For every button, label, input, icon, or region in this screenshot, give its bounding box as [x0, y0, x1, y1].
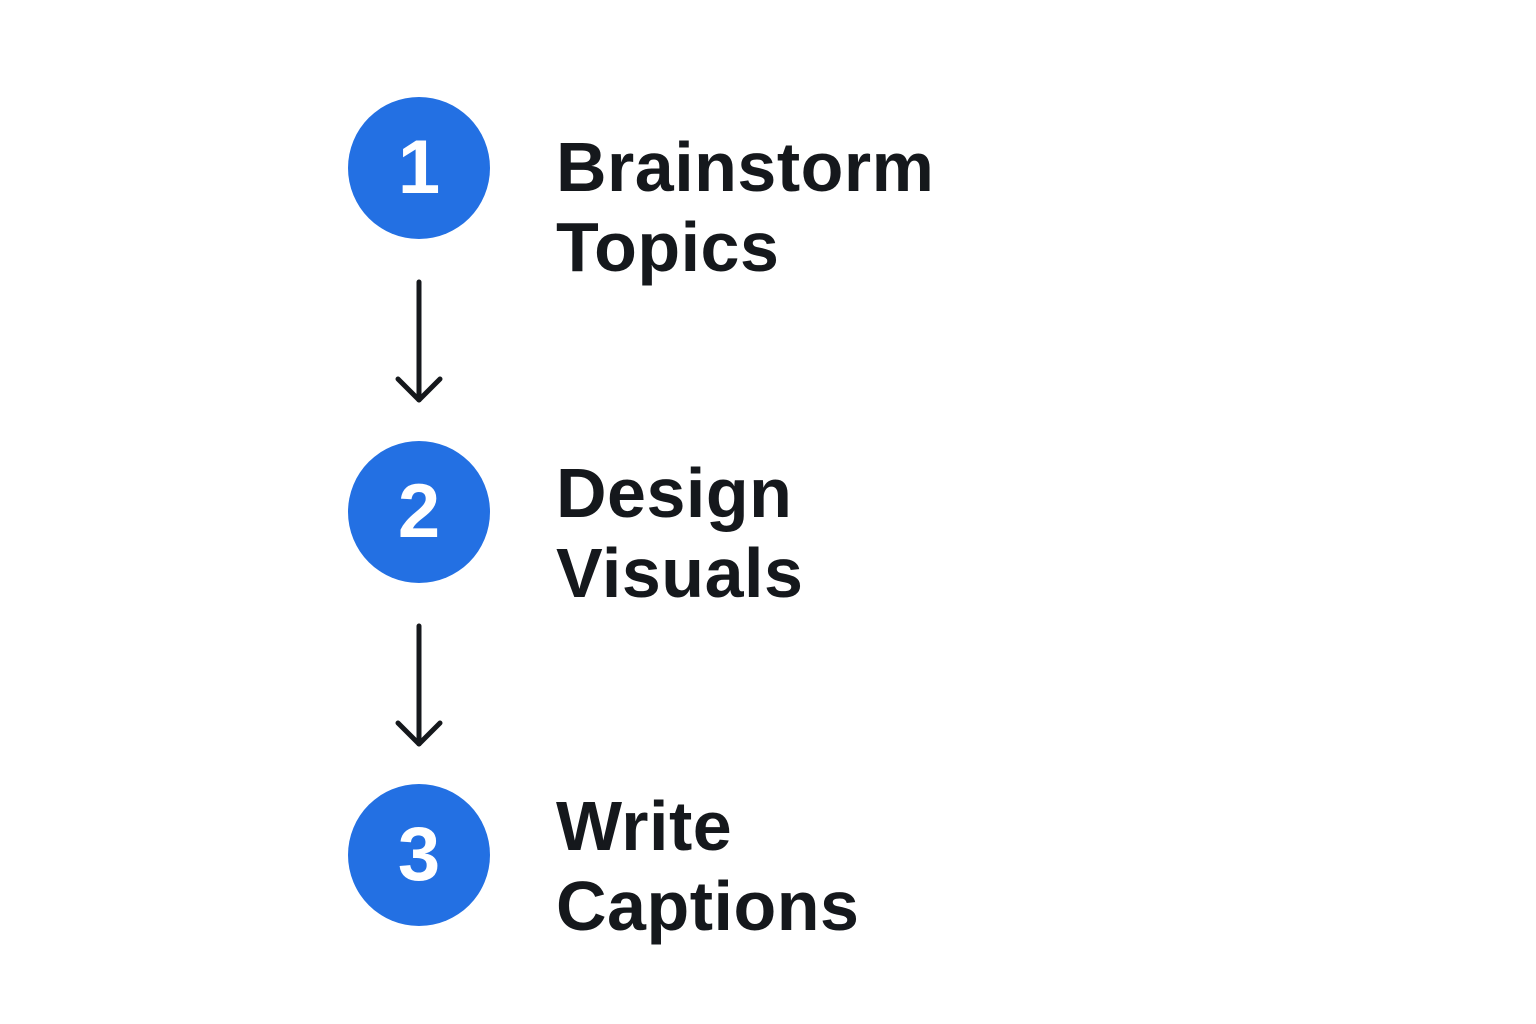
step-title-line-2: Captions	[556, 867, 860, 945]
step-title-line-1: Write	[556, 787, 733, 865]
step-number: 1	[397, 125, 441, 210]
step-title: Design Visuals	[556, 453, 1156, 613]
step-title: Brainstorm Topics	[556, 127, 1156, 287]
step-title-line-2: Topics	[556, 208, 780, 286]
step-number-badge: 3	[348, 784, 490, 926]
step-title-line-1: Design	[556, 454, 793, 532]
step-title-line-2: Visuals	[556, 534, 804, 612]
step-title-line-1: Brainstorm	[556, 128, 935, 206]
arrow-down-icon	[395, 623, 443, 747]
arrow-down-icon	[395, 279, 443, 403]
step-number-badge: 1	[348, 97, 490, 239]
step-number: 2	[397, 469, 441, 554]
step-title: Write Captions	[556, 786, 1156, 946]
step-number: 3	[397, 812, 441, 897]
step-number-badge: 2	[348, 441, 490, 583]
